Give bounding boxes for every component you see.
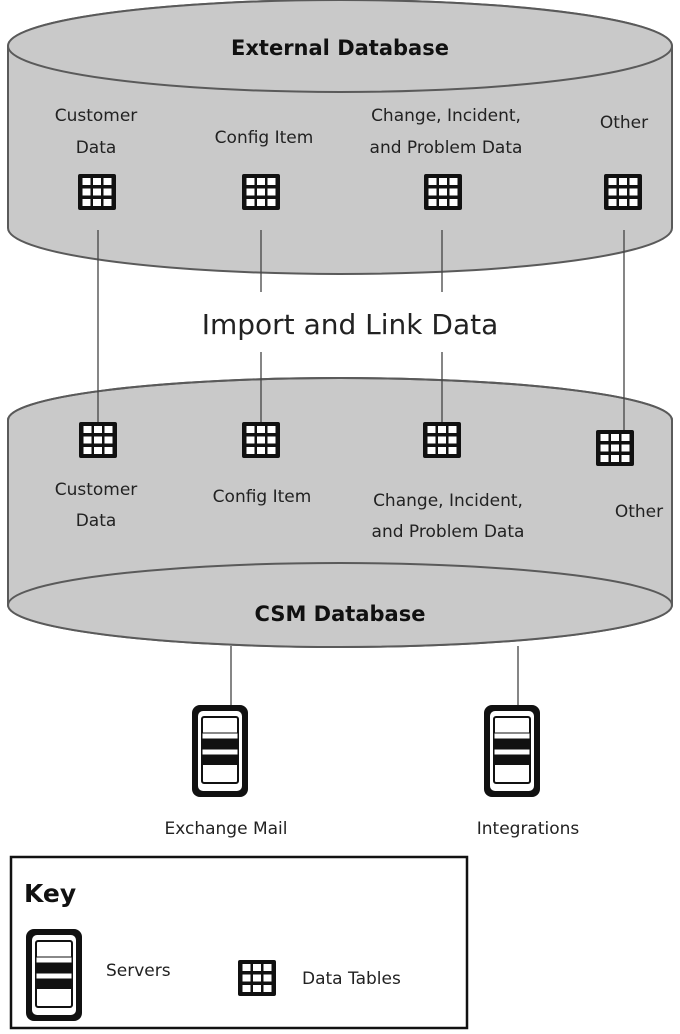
import-link-connectors	[97, 230, 625, 430]
data-table-icon	[596, 430, 634, 466]
csm-table-label-line: Change, Incident,	[373, 491, 523, 511]
external-table-label-line: Other	[600, 113, 648, 133]
external-database-cylinder: External Database	[7, 0, 673, 275]
server-icon	[25, 928, 83, 1022]
server-label: Integrations	[477, 819, 580, 839]
external-table-label-line: Config Item	[215, 128, 314, 148]
external-table-label-line: Customer	[55, 106, 138, 126]
data-table-icon	[242, 422, 280, 458]
external-table-change-data: Change, Incident, and Problem Data	[370, 106, 523, 210]
data-table-icon	[423, 422, 461, 458]
server-integrations: Integrations	[477, 704, 580, 839]
server-icon	[191, 704, 249, 798]
external-table-label-line: and Problem Data	[370, 138, 523, 158]
key-servers-label: Servers	[106, 961, 171, 981]
csm-table-label-line: Config Item	[213, 487, 312, 507]
csm-table-customer-data: Customer Data	[55, 422, 138, 531]
key-legend: Key Servers Data Tables	[9, 855, 469, 1030]
csm-database-title: CSM Database	[255, 602, 426, 626]
external-table-other: Other	[600, 113, 648, 210]
data-table-icon	[78, 174, 116, 210]
external-table-customer-data: Customer Data	[55, 106, 138, 210]
external-table-label-line: Data	[76, 138, 117, 158]
csm-table-config-item: Config Item	[213, 422, 312, 507]
data-table-icon	[79, 422, 117, 458]
csm-table-label-line: Customer	[55, 480, 138, 500]
key-data-tables-label: Data Tables	[302, 969, 401, 989]
external-table-config-item: Config Item	[215, 128, 314, 210]
csm-table-label-line: Other	[615, 502, 663, 522]
data-table-icon	[604, 174, 642, 210]
data-table-icon	[238, 960, 276, 996]
external-table-label-line: Change, Incident,	[371, 106, 521, 126]
data-table-icon	[242, 174, 280, 210]
external-database-title: External Database	[231, 36, 449, 60]
server-connectors	[230, 646, 519, 705]
key-title: Key	[24, 879, 76, 908]
csm-table-label-line: Data	[76, 511, 117, 531]
server-label: Exchange Mail	[164, 819, 287, 839]
csm-table-other: Other	[596, 430, 663, 522]
csm-table-label-line: and Problem Data	[372, 522, 525, 542]
server-icon	[483, 704, 541, 798]
csm-database-cylinder: CSM Database	[7, 377, 673, 648]
data-table-icon	[424, 174, 462, 210]
server-exchange-mail: Exchange Mail	[164, 704, 288, 839]
csm-table-change-data: Change, Incident, and Problem Data	[372, 422, 525, 542]
import-and-link-data-label: Import and Link Data	[202, 308, 499, 341]
